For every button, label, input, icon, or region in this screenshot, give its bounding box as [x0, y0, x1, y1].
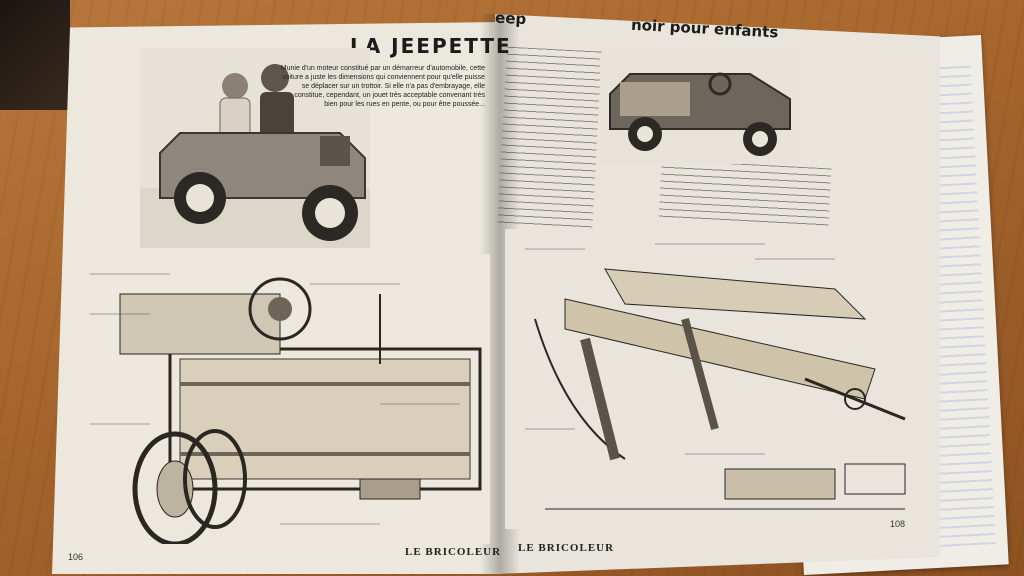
right-frame-diagram: [505, 229, 935, 529]
jeep-children-photo: [140, 48, 370, 248]
dark-object-corner: [0, 0, 70, 110]
left-page-number: 106: [68, 552, 84, 562]
right-title-start: eep: [494, 8, 527, 29]
jeep-model-photo: [600, 54, 800, 164]
left-footer-brand: LE BRICOLEUR: [405, 546, 502, 558]
right-footer-brand: LE BRICOLEUR: [518, 542, 615, 554]
left-page-title: LA JEEPETTE: [350, 34, 512, 58]
right-page-number: 108: [890, 519, 906, 529]
left-chassis-diagram: [80, 254, 490, 544]
right-text-column-1: [497, 46, 602, 232]
left-intro-text: Munie d'un moteur constitué par un démar…: [280, 65, 485, 108]
right-text-column-2: [658, 159, 832, 229]
open-magazine: LA JEEPETTE Munie d'un moteur constitué …: [40, 9, 960, 576]
